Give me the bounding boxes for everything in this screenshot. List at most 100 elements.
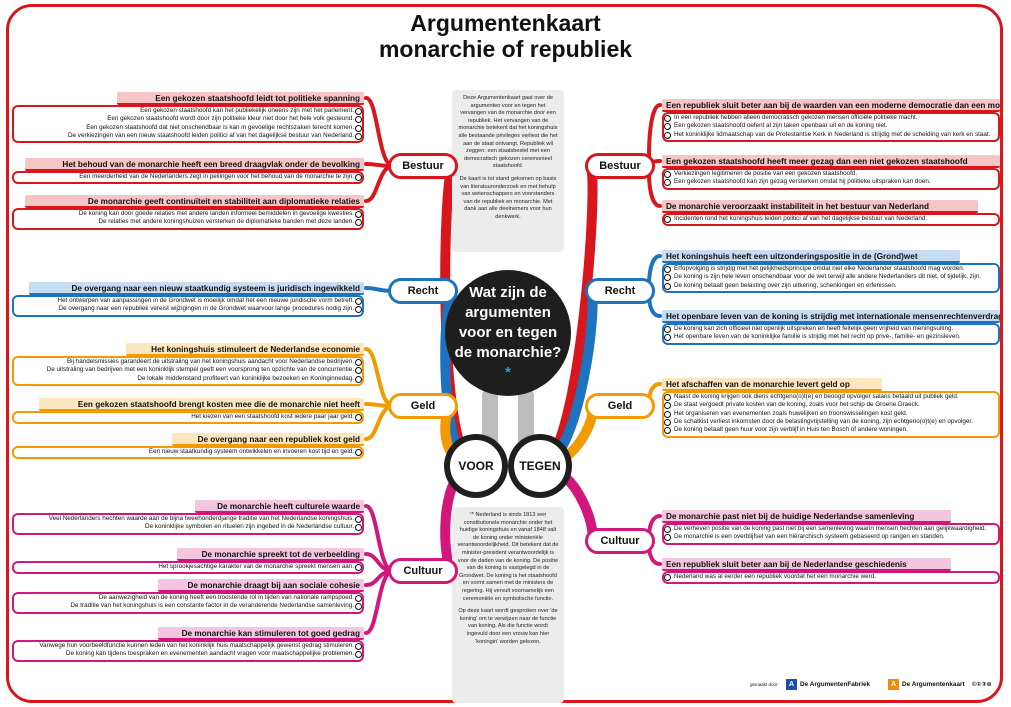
central-question-star: * [505,364,511,381]
argumentenfabriek-logo: A [786,679,797,690]
argument-dot [664,171,671,178]
argument-dot [355,643,362,650]
argument-dot [664,282,671,290]
argument-box [12,561,364,575]
footer-license: ©①③⊜ [972,682,992,688]
argument-text: In een republiek hebben alleen democrati… [674,114,918,121]
footnote-paragraph-1: ** Nederland is sinds 1813 een constitut… [457,512,559,603]
argument-dot [664,274,671,282]
argument-text: De schatkist verliest inkomsten door de … [674,417,973,425]
argument-text: Een nieuw staatkundig systeem ontwikkele… [148,448,354,455]
argument-dot [664,410,671,418]
argument-dot [664,131,671,139]
argument-group-header: De monarchie spreekt tot de verbeelding [176,548,364,561]
argument-group-header: De monarchie kan stimuleren tot goed ged… [158,627,364,640]
branch-left-4 [364,347,395,408]
argument-dot [664,402,671,410]
argument-text: De monarchie is een overblijfsel van een… [674,533,945,541]
tegen-node: TEGEN [508,434,572,498]
category-left-bestuur: Bestuur [388,153,458,179]
argument-box [662,323,1000,345]
argument-group-header: Een gekozen staatshoofd brengt kosten me… [38,398,364,411]
argument-text: Verkiezingen legitimeren de positie van … [674,170,858,177]
argument-text: Het kiezen van een staatshoofd kost iede… [191,413,354,420]
footer-brand-2: De Argumentenkaart [902,681,965,688]
argument-text: De staat vergoedt private kosten van de … [674,401,920,409]
argument-box [12,411,364,425]
argument-dot [355,298,362,305]
argument-box [12,592,364,614]
argument-group-header: De overgang naar een nieuw staatkundig s… [29,282,364,295]
argument-text: Incidenten rond het koningshuis leiden p… [674,215,928,222]
argument-dot [664,394,671,401]
argument-dot [355,414,362,421]
argument-dot [664,123,671,131]
footnote-text: ** Nederland is sinds 1813 een constitut… [452,507,564,703]
argument-dot [664,334,671,342]
argument-text: Naast de koning krijgen ook diens echtge… [674,393,959,400]
argument-text: De verheven positie van de koning past n… [674,525,987,532]
footnote-star: * [469,512,472,518]
argument-dot [355,651,362,659]
argument-box [12,295,364,317]
argument-text: De koning betaalt geen huur voor zijn ve… [674,426,908,434]
argument-text: Het sprookjesachtige karakter van de mon… [158,563,354,570]
argument-box [662,571,1000,585]
argument-box [12,513,364,535]
footnote-paragraph-2: Op deze kaart wordt gesproken over 'de k… [458,608,558,645]
central-question-text: Wat zijn de argumenten voor en tegen de … [454,284,562,361]
argument-text: De traditie van het koningshuis is een c… [70,602,354,610]
argument-group-header: Het afschaffen van de monarchie levert g… [662,378,882,391]
footer-made-by: gemaakt door: [750,682,779,687]
argumentenkaart-logo: A [888,679,899,690]
argument-dot [664,574,671,581]
argument-group-header: De monarchie geeft continuïteit en stabi… [24,195,364,208]
argument-dot [355,516,362,523]
argument-box [12,356,364,386]
argument-text: Een meerderheid van de Nederlanders zegt… [79,173,354,180]
footnote-body: * Nederland is sinds 1813 een constituti… [457,512,559,602]
argument-text: Een gekozen staatshoofd dat niet onschen… [86,123,354,131]
argument-group-header: Een republiek sluit beter aan bij de waa… [662,99,1000,112]
argument-text: De koning kan door goede relaties met an… [78,210,354,217]
argument-text: Veel Nederlanders hechten waarde aan de … [48,515,354,522]
argument-group-header: De monarchie draagt bij aan sociale cohe… [158,579,364,592]
argument-dot [355,211,362,218]
argument-text: Een gekozen staatshoofd kan het publieke… [140,107,354,114]
argument-dot [355,367,362,375]
argument-box [662,112,1000,142]
argument-box [662,523,1000,545]
intro-text: Deze Argumentenkaart gaat over de argume… [452,90,564,252]
category-left-geld: Geld [388,393,458,419]
argument-text: De relaties met andere koningshuizen ver… [98,218,354,226]
intro-paragraph-1: Deze Argumentenkaart gaat over de argume… [458,95,558,170]
branch-left-10 [364,569,395,635]
argument-dot [664,427,671,435]
argument-dot [355,132,362,140]
category-right-bestuur: Bestuur [585,153,655,179]
argument-dot [355,375,362,383]
argument-text: De aanwezigheid van de koning heeft een … [98,594,354,601]
category-right-recht: Recht [585,278,655,304]
central-question: Wat zijn de argumenten voor en tegen de … [445,270,571,396]
footer: gemaakt door: A De ArgumentenFabriek A D… [750,679,1000,693]
argument-text: Een gekozen staatshoofd kan zijn gezag v… [674,178,931,186]
argument-dot [355,524,362,532]
argument-dot [664,526,671,533]
argument-dot [355,219,362,227]
voor-label: VOOR [450,440,502,492]
category-left-recht: Recht [388,278,458,304]
argument-box [12,208,364,230]
argument-dot [664,179,671,187]
argument-dot [355,306,362,314]
argument-text: Het ontwerpen van aanpassingen in de Gro… [57,297,354,304]
footer-brand-1: De ArgumentenFabriek [800,681,871,688]
argument-dot [664,534,671,542]
argument-text: Het openbare leven van de koninklijke fa… [674,333,961,341]
argument-text: De koning kan tijdens toespraken en even… [65,650,354,658]
page-title: Argumentenkaart monarchie of republiek [0,10,1011,62]
argument-group-header: De overgang naar een republiek kost geld [172,433,364,446]
argument-dot [355,116,362,124]
argument-text: Nederland was al eerder een republiek vo… [674,573,876,580]
argument-box [662,168,1000,190]
